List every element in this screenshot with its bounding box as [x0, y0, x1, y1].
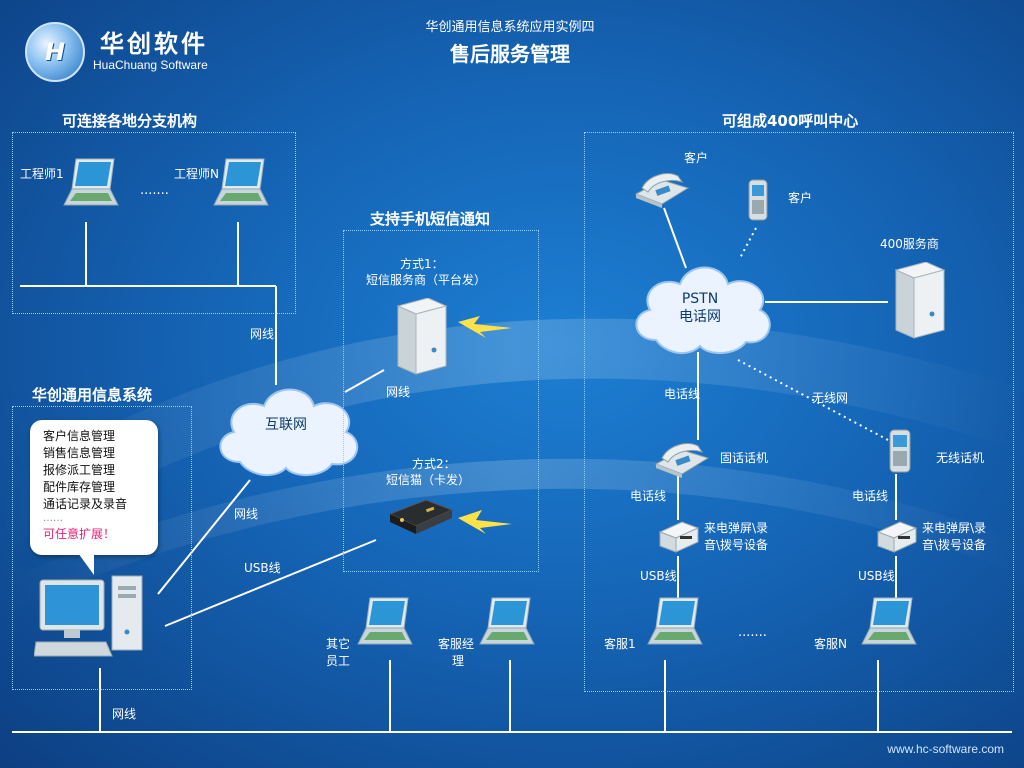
- engineern-label: 工程师N: [174, 167, 219, 181]
- sms-panel: [343, 230, 539, 572]
- left-device-label-1: 来电弹屏\录: [704, 521, 769, 535]
- feature-item: 配件库存管理: [43, 480, 116, 494]
- laptop-icon: [478, 594, 536, 654]
- caller-id-device-icon: [656, 516, 700, 560]
- branches-ellipsis: ·······: [140, 187, 169, 202]
- pstn-phone-line-label: 电话线: [664, 387, 701, 401]
- system-title: 华创通用信息系统: [32, 386, 153, 404]
- manager-label-1: 客服经: [438, 637, 475, 651]
- sms-method1-desc: 短信服务商（平台发）: [366, 273, 487, 287]
- desktop-computer-icon: [33, 574, 146, 664]
- laptop-icon: [646, 594, 704, 654]
- left-phone-line-label: 电话线: [630, 489, 667, 503]
- agent1-label: 客服1: [604, 637, 636, 651]
- laptop-icon: [356, 594, 414, 654]
- sms-method2-heading: 方式2：: [412, 457, 456, 471]
- feature-item: 销售信息管理: [43, 446, 116, 460]
- callcenter-panel: [584, 132, 1014, 692]
- pstn-label-line1: PSTN: [681, 291, 719, 307]
- system-usb-link-label: USB线: [244, 561, 281, 575]
- branch-link-label: 网线: [250, 327, 275, 341]
- laptop-icon: [860, 594, 918, 654]
- mobile-phone-icon: [886, 428, 914, 478]
- server-icon: [388, 297, 450, 380]
- pstn-label: PSTN 电话网: [660, 290, 740, 326]
- system-usb-line: [164, 539, 377, 627]
- engineer1-label: 工程师1: [20, 167, 64, 181]
- internet-label: 互联网: [265, 417, 307, 433]
- left-device-label-2: 音\拨号设备: [704, 538, 769, 552]
- right-device-label-1: 来电弹屏\录: [922, 521, 987, 535]
- pstn-cloud-icon: [635, 266, 771, 355]
- page-title: 售后服务管理: [450, 42, 570, 66]
- sms-title: 支持手机短信通知: [370, 210, 491, 228]
- page-subtitle: 华创通用信息系统应用实例四: [425, 20, 595, 35]
- feature-item: 客户信息管理: [43, 429, 116, 443]
- sms-server-link-label: 网线: [386, 385, 411, 399]
- agentn-label: 客服N: [814, 637, 847, 651]
- branches-title: 可连接各地分支机构: [62, 112, 198, 130]
- wireless-phone-label: 无线话机: [936, 451, 985, 465]
- customer-phone-label: 客户: [684, 151, 709, 165]
- branches-panel: [12, 132, 296, 314]
- lightning-icon: [458, 316, 512, 338]
- brand-name-en: HuaChuang Software: [93, 58, 208, 72]
- sms-method1-heading: 方式1：: [400, 257, 444, 271]
- customer-phone-line: [663, 207, 687, 269]
- lightning-icon: [458, 510, 512, 534]
- callcenter-title: 可组成400呼叫中心: [722, 112, 859, 130]
- landline-label: 固话话机: [720, 451, 769, 465]
- laptop-icon: [62, 155, 120, 215]
- left-usb-label: USB线: [640, 569, 677, 583]
- agents-ellipsis: ·······: [738, 629, 767, 644]
- provider-label: 400服务商: [880, 237, 939, 251]
- right-usb-label: USB线: [858, 569, 895, 583]
- server-icon: [886, 261, 948, 344]
- sms-modem-icon: [386, 496, 456, 540]
- brand-logo: H: [25, 22, 85, 82]
- other-staff-label-2: 员工: [326, 654, 351, 668]
- system-net-link-label: 网线: [234, 507, 259, 521]
- internet-cloud-icon: [219, 388, 359, 477]
- manager-label-2: 理: [452, 654, 465, 668]
- telephone-icon: [632, 166, 690, 214]
- laptop-icon: [212, 155, 270, 215]
- other-staff-label-1: 其它: [326, 637, 351, 651]
- wireless-net-label: 无线网: [812, 391, 849, 405]
- system-panel: [12, 406, 192, 690]
- telephone-icon: [652, 436, 710, 484]
- customer-mobile-label: 客户: [788, 191, 813, 205]
- feature-expand-note: 可任意扩展！: [43, 527, 116, 541]
- caller-id-device-icon: [874, 516, 918, 560]
- pstn-label-line2: 电话网: [679, 309, 721, 325]
- features-callout: 客户信息管理 销售信息管理 报修派工管理 配件库存管理 通话记录及录音 …… 可…: [30, 420, 158, 555]
- feature-item: 通话记录及录音: [43, 497, 128, 511]
- right-phone-line-label: 电话线: [852, 489, 889, 503]
- brand-logo-icon: H: [44, 38, 66, 66]
- feature-more: ……: [43, 513, 63, 524]
- lan-link-label: 网线: [112, 707, 137, 721]
- internet-to-sms-server-line: [344, 369, 385, 393]
- brand-name-cn: 华创软件: [100, 30, 208, 58]
- right-device-label-2: 音\拨号设备: [922, 538, 987, 552]
- sms-method2-desc: 短信猫（卡发）: [386, 473, 471, 487]
- website-link[interactable]: www.hc-software.com: [887, 742, 1004, 756]
- feature-item: 报修派工管理: [43, 463, 116, 477]
- mobile-phone-icon: [746, 178, 770, 226]
- internet-to-system-line: [157, 479, 251, 595]
- pstn-to-wireless: [737, 359, 889, 441]
